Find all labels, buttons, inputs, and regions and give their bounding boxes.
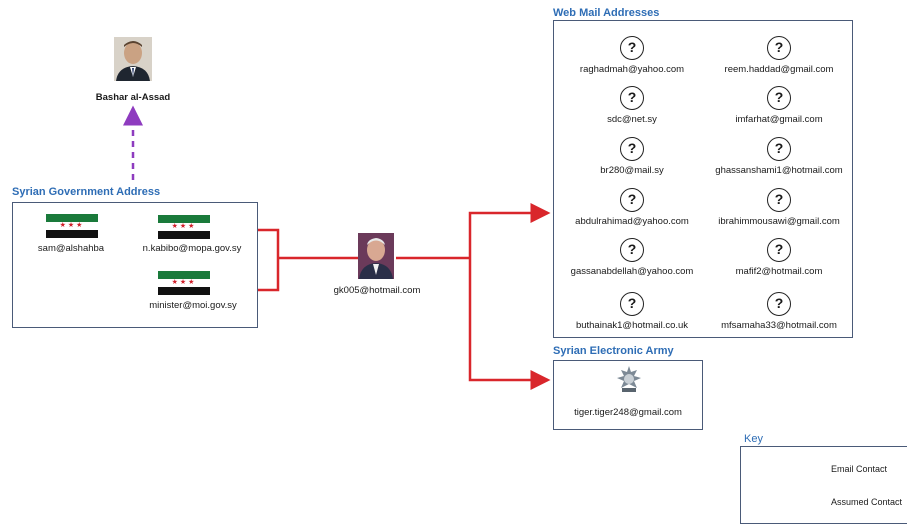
unknown-person-icon: ? <box>620 292 644 316</box>
unknown-person-icon: ? <box>620 36 644 60</box>
center-person-photo <box>358 233 394 279</box>
legend-email-contact-label: Email Contact <box>831 464 888 474</box>
email-line-to-webmail <box>468 203 551 258</box>
sea-section-title: Syrian Electronic Army <box>553 345 674 357</box>
unknown-person-icon: ? <box>767 36 791 60</box>
gov-email-minister: minister@moi.gov.sy <box>149 300 237 311</box>
syria-flag-icon: ★★★ <box>158 215 210 239</box>
syria-flag-icon: ★★★ <box>46 214 98 238</box>
unknown-person-icon: ? <box>620 188 644 212</box>
assad-photo <box>114 37 152 81</box>
unknown-person-icon: ? <box>767 137 791 161</box>
webmail-email: br280@mail.sy <box>600 165 664 176</box>
unknown-person-icon: ? <box>620 86 644 110</box>
webmail-email: ghassanshami1@hotmail.com <box>715 165 843 176</box>
webmail-email: gassanabdellah@yahoo.com <box>570 266 694 277</box>
webmail-email: buthainak1@hotmail.co.uk <box>575 320 689 331</box>
webmail-section-title: Web Mail Addresses <box>553 7 660 19</box>
legend-box <box>740 446 907 524</box>
unknown-person-icon: ? <box>620 137 644 161</box>
webmail-email: reem.haddad@gmail.com <box>724 64 834 75</box>
sea-email: tiger.tiger248@gmail.com <box>574 407 682 418</box>
unknown-person-icon: ? <box>767 188 791 212</box>
gov-email-alshahba: sam@alshahba <box>37 243 105 254</box>
unknown-person-icon: ? <box>620 238 644 262</box>
webmail-box <box>553 20 853 338</box>
sea-logo-icon <box>614 364 644 394</box>
webmail-email: raghadmah@yahoo.com <box>579 64 685 75</box>
webmail-email: ibrahimmousawi@gmail.com <box>718 216 840 227</box>
unknown-person-icon: ? <box>767 86 791 110</box>
assad-name: Bashar al-Assad <box>95 92 171 103</box>
email-line-to-sea <box>468 258 551 390</box>
webmail-email: sdc@net.sy <box>607 114 657 125</box>
webmail-email: abdulrahimad@yahoo.com <box>575 216 689 227</box>
unknown-person-icon: ? <box>767 238 791 262</box>
syria-flag-icon: ★★★ <box>158 271 210 295</box>
gov-email-kabibo: n.kabibo@mopa.gov.sy <box>142 243 242 254</box>
gov-section-title: Syrian Government Address <box>12 186 161 198</box>
webmail-email: mfsamaha33@hotmail.com <box>721 320 837 331</box>
center-email: gk005@hotmail.com <box>333 285 421 296</box>
legend-title: Key <box>744 433 763 445</box>
unknown-person-icon: ? <box>767 292 791 316</box>
webmail-email: mafif2@hotmail.com <box>735 266 823 277</box>
legend-assumed-contact-label: Assumed Contact <box>831 497 903 507</box>
webmail-email: imfarhat@gmail.com <box>735 114 823 125</box>
